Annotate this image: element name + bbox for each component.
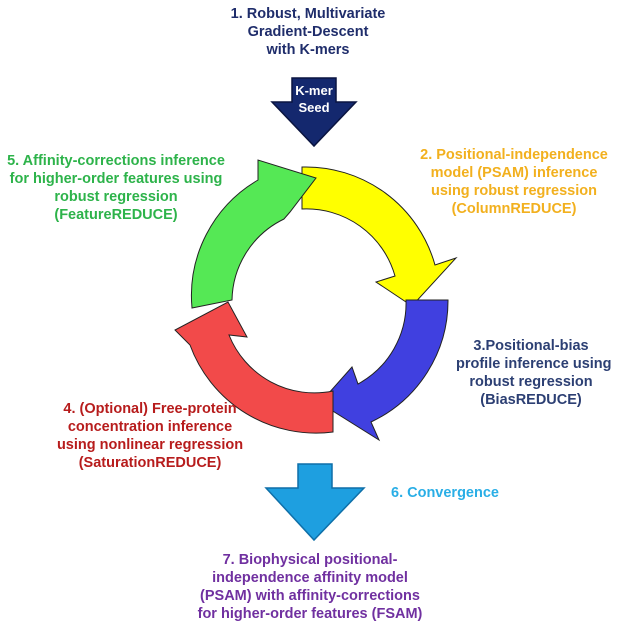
step3-line4: (BiasREDUCE): [480, 392, 582, 408]
step7-line2: independence affinity model: [212, 570, 408, 586]
step2-line3: using robust regression: [431, 183, 597, 199]
step4-label: 4. (Optional) Free-protein concentration…: [4, 400, 296, 472]
step3-line2: profile inference using: [456, 356, 612, 372]
step2-line2: model (PSAM) inference: [430, 165, 598, 181]
step3-line1: 3.Positional-bias: [473, 338, 589, 354]
step5-line2: for higher-order features using: [9, 171, 223, 187]
step5-label: 5. Affinity-corrections inference for hi…: [0, 152, 232, 224]
step7-line4: for higher-order features (FSAM): [197, 606, 423, 622]
kmer-seed-arrow: K-mer Seed: [270, 77, 358, 148]
step2-line4: (ColumnREDUCE): [451, 201, 577, 217]
step3-label: 3.Positional-bias profile inference usin…: [456, 337, 612, 409]
step1-line2: Gradient-Descent: [247, 24, 369, 40]
step4-line4: (SaturationREDUCE): [78, 455, 222, 471]
step4-line1: 4. (Optional) Free-protein: [63, 401, 237, 417]
red-cycle-arrow: [174, 301, 334, 434]
step5-line4: (FeatureREDUCE): [54, 207, 178, 223]
step2-line1: 2. Positional-independence: [420, 147, 608, 163]
step6-line1: 6. Convergence: [391, 485, 499, 501]
yellow-cycle-arrow: [301, 166, 458, 307]
step4-line2: concentration inference: [67, 419, 233, 435]
step1-line1: 1. Robust, Multivariate: [230, 6, 386, 22]
green-cycle-arrow: [190, 159, 317, 309]
step7-line3: (PSAM) with affinity-corrections: [200, 588, 420, 604]
step7-label: 7. Biophysical positional- independence …: [178, 551, 442, 623]
step2-label: 2. Positional-independence model (PSAM) …: [408, 146, 617, 218]
step4-line3: using nonlinear regression: [56, 437, 244, 453]
step5-line3: robust regression: [54, 189, 178, 205]
step3-line3: robust regression: [469, 374, 593, 390]
blue-cycle-arrow: [319, 299, 449, 442]
step5-line1: 5. Affinity-corrections inference: [7, 153, 225, 169]
seed-label-line1: K-mer: [295, 83, 333, 98]
step6-label: 6. Convergence: [380, 484, 510, 502]
step7-line1: 7. Biophysical positional-: [222, 552, 398, 568]
convergence-arrow: [264, 463, 366, 542]
seed-label-line2: Seed: [298, 100, 329, 115]
step1-label: 1. Robust, Multivariate Gradient-Descent…: [208, 5, 408, 59]
step1-line3: with K-mers: [266, 42, 350, 58]
